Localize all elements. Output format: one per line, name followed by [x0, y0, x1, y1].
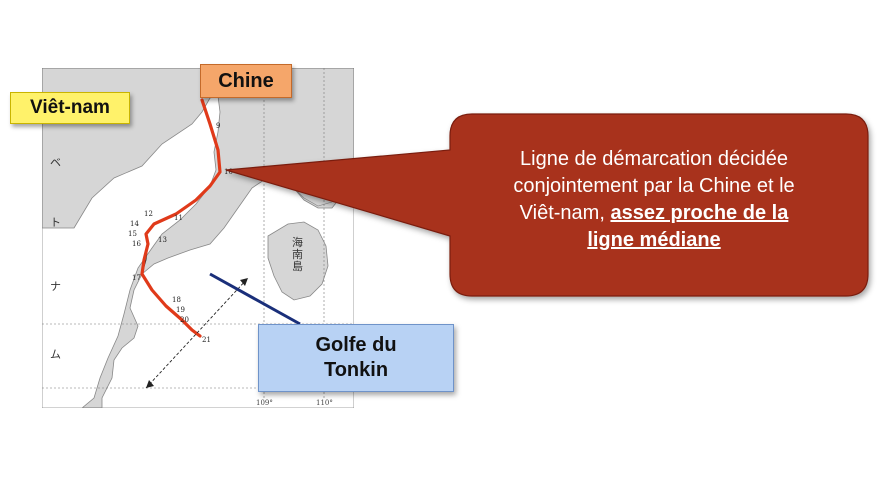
point-label: 14 — [130, 220, 139, 228]
label-golfe-line2: Tonkin — [323, 359, 389, 381]
point-label: 15 — [128, 230, 137, 238]
demarcation-line — [140, 98, 222, 338]
point-label: 21 — [202, 336, 211, 344]
callout-line: Viêt-nam, assez proche de la — [452, 200, 856, 227]
point-label: 9 — [216, 122, 220, 130]
sea-upper-left — [42, 95, 221, 408]
callout-line: ligne médiane — [452, 227, 856, 254]
longitude-label: 109° — [256, 399, 273, 407]
point-label: 19 — [176, 306, 185, 314]
point-label: 17 — [132, 274, 141, 282]
golfe-pointer-line — [209, 272, 301, 326]
callout-text: Ligne de démarcation décidée conjointeme… — [452, 146, 856, 272]
side-glyph: ナ — [50, 280, 61, 293]
label-vietnam: Viêt-nam — [10, 92, 130, 124]
callout-emphasis: ligne médiane — [587, 229, 721, 251]
label-vietnam-text: Viêt-nam — [30, 97, 110, 118]
point-label: 20 — [180, 316, 189, 324]
point-label: 18 — [172, 296, 181, 304]
point-label: 11 — [174, 214, 183, 222]
label-chine-text: Chine — [218, 69, 274, 92]
callout-emphasis: assez proche de la — [610, 202, 789, 224]
label-chine: Chine — [200, 64, 292, 98]
callout-line: Ligne de démarcation décidée — [520, 148, 788, 170]
label-golfe-du-tonkin: Golfe du Tonkin — [258, 324, 454, 392]
point-label: 16 — [132, 240, 141, 248]
longitude-label: 110° — [316, 399, 333, 407]
callout-plain: Viêt-nam, — [519, 202, 611, 224]
callout-line: conjointement par la Chine et le — [513, 175, 795, 197]
label-golfe-line1: Golfe du — [315, 334, 397, 356]
side-glyph: ム — [50, 348, 61, 361]
point-label: 12 — [144, 210, 153, 218]
side-glyph: ベ — [50, 156, 61, 169]
arrow-head — [146, 380, 154, 388]
side-glyph: ト — [50, 216, 61, 229]
point-label: 13 — [158, 236, 167, 244]
